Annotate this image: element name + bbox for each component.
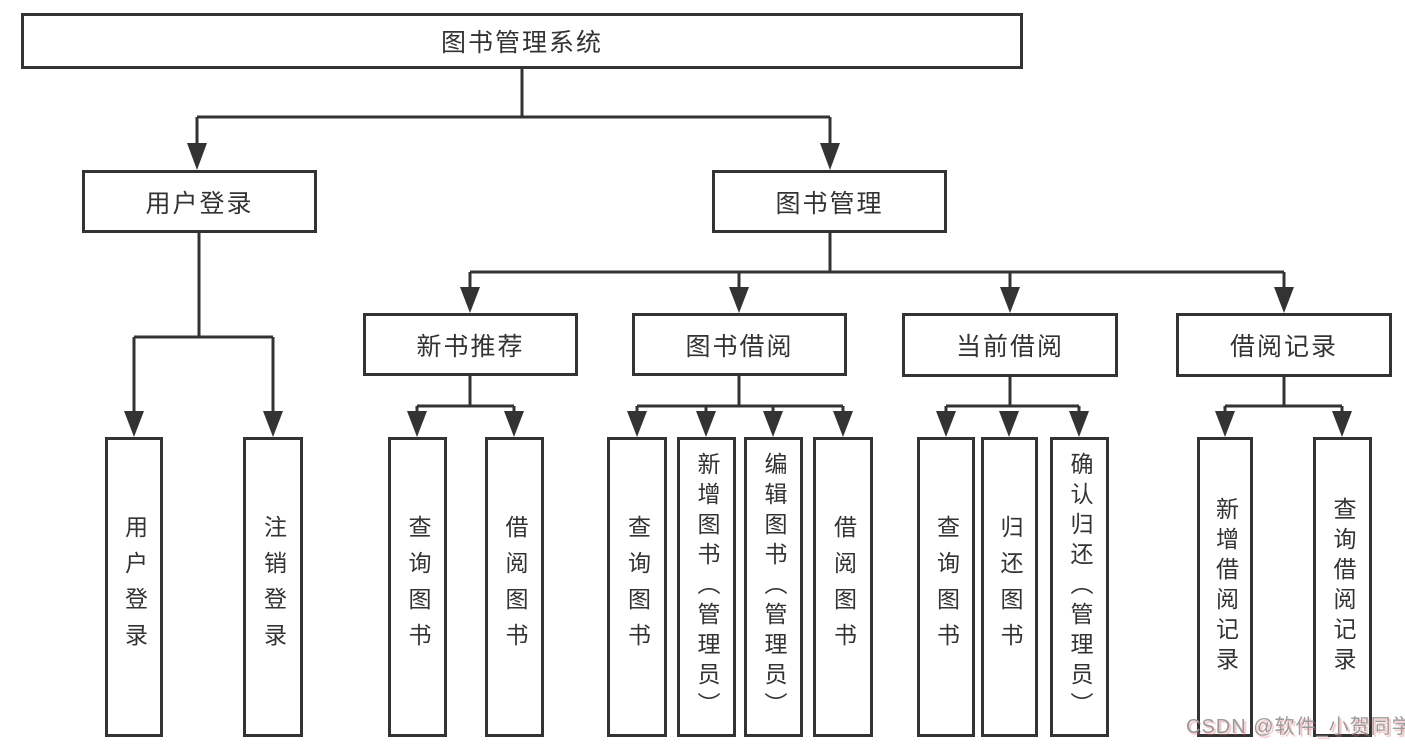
node-book-borrowing: 图书借阅 [632, 313, 847, 376]
leaf-borrow-books-recommend: 借阅图书 [485, 437, 544, 737]
node-current-borrowing: 当前借阅 [902, 313, 1118, 377]
leaf-borrow-books: 借阅图书 [813, 437, 873, 737]
leaf-edit-books-admin: 编辑图书（管理员） [744, 437, 803, 737]
leaf-query-books-borrow: 查询图书 [607, 437, 667, 737]
csdn-watermark: CSDN @软件_小贺同学 [1186, 716, 1405, 738]
leaf-confirm-return-admin: 确认归还（管理员） [1050, 437, 1109, 737]
node-root-library-system: 图书管理系统 [21, 13, 1023, 69]
leaf-logout: 注销登录 [243, 437, 303, 737]
leaf-query-books-recommend: 查询图书 [388, 437, 447, 737]
leaf-query-books-current: 查询图书 [917, 437, 975, 737]
node-user-login: 用户登录 [82, 170, 317, 233]
leaf-return-books: 归还图书 [981, 437, 1038, 737]
node-new-book-recommend: 新书推荐 [363, 313, 578, 376]
node-borrowing-records: 借阅记录 [1176, 313, 1392, 377]
leaf-user-login: 用户登录 [105, 437, 163, 737]
node-book-management: 图书管理 [712, 170, 947, 233]
leaf-add-books-admin: 新增图书（管理员） [677, 437, 736, 737]
leaf-add-borrow-record: 新增借阅记录 [1197, 437, 1253, 737]
leaf-query-borrow-record: 查询借阅记录 [1313, 437, 1372, 737]
